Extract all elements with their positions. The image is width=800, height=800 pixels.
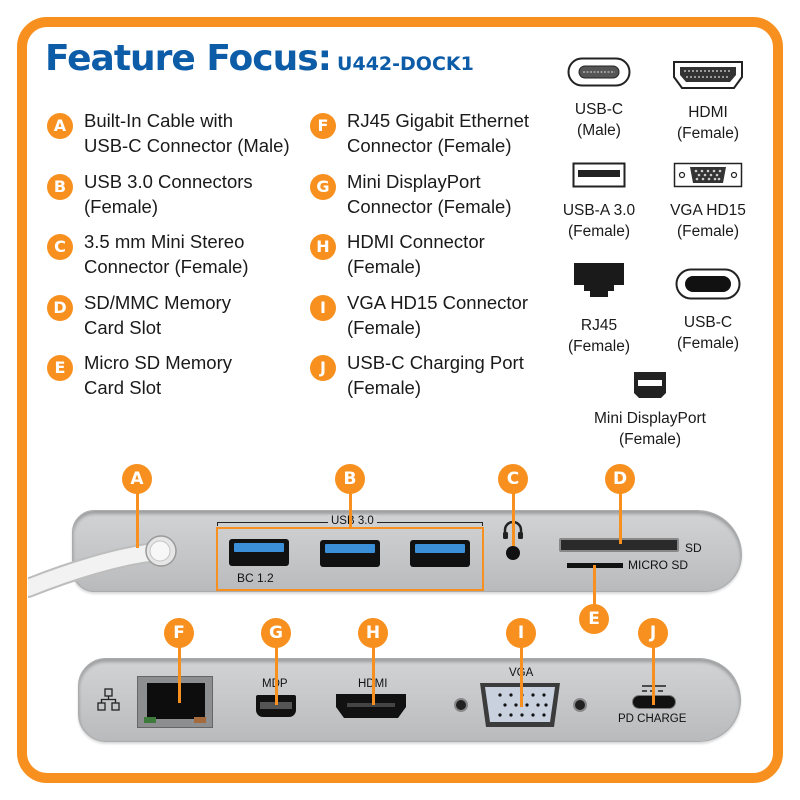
callout-lead-h bbox=[372, 645, 375, 705]
mini-displayport-port bbox=[256, 695, 296, 717]
hdmi-port bbox=[336, 694, 406, 718]
title-model: U442-DOCK1 bbox=[337, 53, 474, 75]
feature-item-g: G Mini DisplayPort Connector (Female) bbox=[310, 169, 529, 230]
pd-charge-label: PD CHARGE bbox=[618, 713, 687, 725]
callout-lead-g bbox=[275, 645, 278, 705]
usb-c-cable bbox=[28, 535, 177, 598]
mini-displayport-icon bbox=[634, 372, 666, 398]
usb-a-port-2 bbox=[320, 540, 380, 567]
legend-label: RJ45 (Female) bbox=[567, 317, 630, 355]
callout-c: C bbox=[498, 464, 528, 494]
micro-sd-label: MICRO SD bbox=[628, 558, 688, 572]
feature-text: Micro SD Memory Card Slot bbox=[84, 352, 233, 398]
callout-lead-a bbox=[136, 492, 139, 548]
feature-text: USB 3.0 Connectors (Female) bbox=[84, 170, 253, 217]
rj45-icon bbox=[574, 263, 624, 297]
link-led bbox=[144, 717, 156, 723]
feature-text: Mini DisplayPort Connector (Female) bbox=[347, 170, 512, 217]
sd-label: SD bbox=[685, 541, 702, 555]
legend-label: USB-C (Male) bbox=[574, 101, 624, 139]
feature-text: Built-In Cable with USB-C Connector (Mal… bbox=[84, 110, 290, 156]
legend-hdmi: HDMI (Female) bbox=[660, 60, 756, 144]
feature-item-e: E Micro SD Memory Card Slot bbox=[47, 350, 290, 411]
callout-i: I bbox=[506, 618, 536, 648]
badge-i: I bbox=[310, 294, 336, 321]
feature-text: VGA HD15 Connector (Female) bbox=[347, 291, 528, 338]
badge-c: C bbox=[47, 234, 73, 260]
feature-item-f: F RJ45 Gigabit Ethernet Connector (Female… bbox=[310, 108, 529, 169]
callout-g: G bbox=[261, 618, 291, 648]
badge-j: J bbox=[310, 355, 336, 381]
legend-label: Mini DisplayPort (Female) bbox=[594, 410, 706, 448]
feature-item-a: A Built-In Cable with USB-C Connector (Ma… bbox=[47, 108, 290, 169]
legend-mini-displayport: Mini DisplayPort (Female) bbox=[582, 370, 718, 450]
feature-list-left: A Built-In Cable with USB-C Connector (Ma… bbox=[47, 108, 290, 411]
feature-item-b: B USB 3.0 Connectors (Female) bbox=[47, 169, 290, 230]
usb-a-icon bbox=[572, 162, 626, 188]
callout-lead-d bbox=[619, 492, 622, 544]
feature-text: SD/MMC Memory Card Slot bbox=[84, 291, 231, 338]
legend-usb-a: USB-A 3.0 (Female) bbox=[557, 162, 641, 242]
legend-label: HDMI (Female) bbox=[676, 104, 739, 142]
callout-lead-f bbox=[178, 645, 181, 703]
legend-label: VGA HD15 (Female) bbox=[670, 202, 746, 240]
callout-lead-c bbox=[512, 492, 515, 546]
vga-screw-right bbox=[573, 698, 587, 712]
feature-item-c: C 3.5 mm Mini Stereo Connector (Female) bbox=[47, 229, 290, 290]
rj45-port bbox=[137, 676, 213, 728]
usb-a-port-3 bbox=[410, 540, 470, 567]
network-icon bbox=[97, 688, 120, 711]
usb-c-female-icon bbox=[675, 268, 741, 300]
vga-icon bbox=[673, 162, 743, 188]
callout-lead-i bbox=[520, 645, 523, 707]
callout-lead-e bbox=[593, 565, 596, 609]
legend-label: USB-C (Female) bbox=[676, 314, 739, 352]
feature-item-h: H HDMI Connector (Female) bbox=[310, 229, 529, 290]
callout-b: B bbox=[335, 464, 365, 494]
legend-vga: VGA HD15 (Female) bbox=[663, 162, 753, 242]
feature-item-i: I VGA HD15 Connector (Female) bbox=[310, 290, 529, 351]
page-title: Feature Focus:U442-DOCK1 bbox=[45, 38, 474, 79]
usb-group-label: USB 3.0 bbox=[328, 515, 377, 527]
feature-text: 3.5 mm Mini Stereo Connector (Female) bbox=[84, 231, 249, 277]
orange-frame bbox=[17, 17, 783, 783]
callout-h: H bbox=[358, 618, 388, 648]
usb-highlight-box bbox=[216, 527, 484, 591]
callout-e: E bbox=[579, 604, 609, 634]
callout-d: D bbox=[605, 464, 635, 494]
badge-h: H bbox=[310, 234, 336, 260]
badge-e: E bbox=[47, 355, 73, 381]
feature-text: HDMI Connector (Female) bbox=[347, 231, 485, 277]
callout-a: A bbox=[122, 464, 152, 494]
badge-a: A bbox=[47, 113, 73, 139]
callout-lead-j bbox=[652, 645, 655, 705]
badge-d: D bbox=[47, 294, 73, 321]
feature-list-right: F RJ45 Gigabit Ethernet Connector (Female… bbox=[310, 108, 529, 411]
badge-f: F bbox=[310, 113, 336, 139]
callout-lead-b bbox=[349, 492, 352, 528]
badge-g: G bbox=[310, 173, 336, 200]
legend-usb-c-male: USB-C (Male) bbox=[555, 57, 643, 141]
bc-label: BC 1.2 bbox=[237, 571, 274, 585]
title-main: Feature Focus: bbox=[45, 38, 332, 79]
mdp-label: MDP bbox=[262, 678, 288, 690]
feature-text: USB-C Charging Port (Female) bbox=[347, 352, 524, 398]
feature-item-j: J USB-C Charging Port (Female) bbox=[310, 350, 529, 411]
feature-text: RJ45 Gigabit Ethernet Connector (Female) bbox=[347, 110, 530, 156]
legend-label: USB-A 3.0 (Female) bbox=[562, 202, 636, 240]
callout-f: F bbox=[164, 618, 194, 648]
activity-led bbox=[194, 717, 206, 723]
legend-rj45: RJ45 (Female) bbox=[557, 261, 641, 357]
usb-c-male-icon bbox=[567, 57, 631, 87]
hdmi-icon bbox=[673, 61, 743, 89]
legend-usb-c-female: USB-C (Female) bbox=[666, 268, 750, 354]
feature-item-d: D SD/MMC Memory Card Slot bbox=[47, 290, 290, 351]
badge-b: B bbox=[47, 173, 73, 200]
vga-screw-left bbox=[454, 698, 468, 712]
usb-a-port-1 bbox=[229, 539, 289, 566]
callout-j: J bbox=[638, 618, 668, 648]
